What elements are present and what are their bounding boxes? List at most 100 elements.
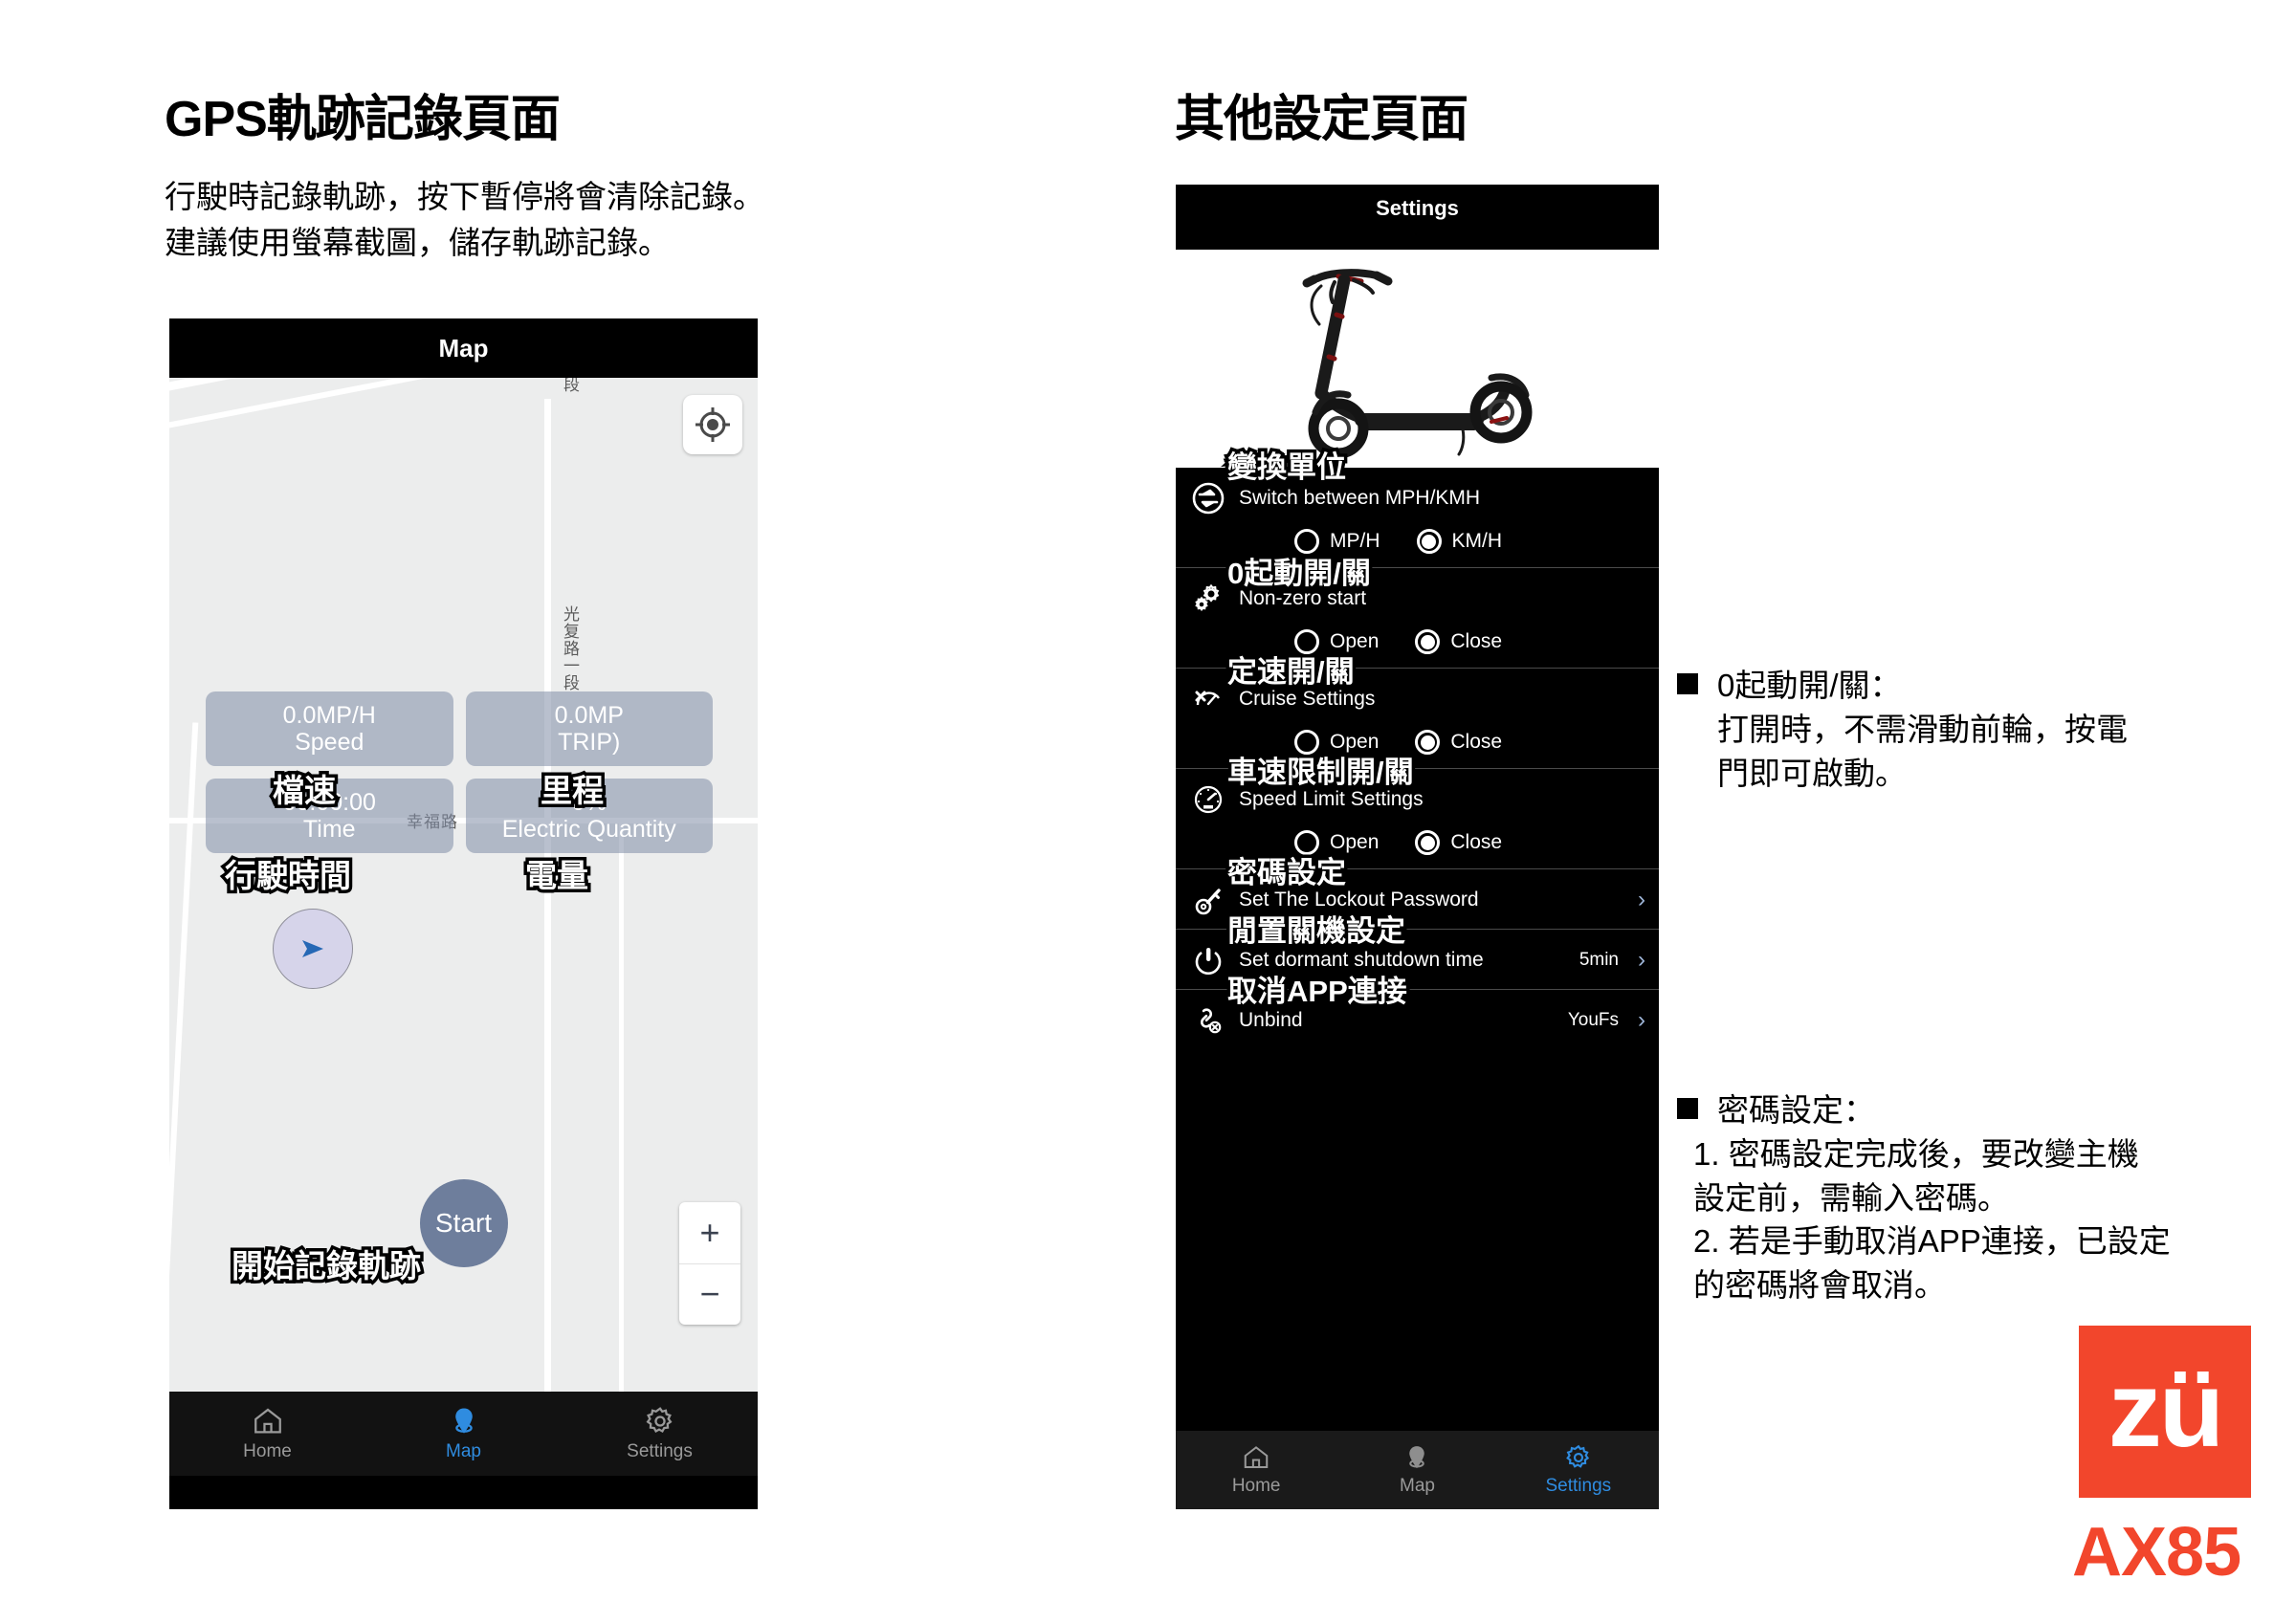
radio-label: Open [1330,831,1380,853]
setting-row-speed-limit[interactable]: 車速限制開/關 Speed [1176,753,1659,868]
cruise-glyph [1195,691,1220,706]
setting-label: Non-zero start [1239,586,1367,609]
road-label-top: 段 [561,378,579,393]
gear-icon [646,1407,672,1434]
tab-settings[interactable]: Settings [562,1405,758,1462]
zoom-out-button[interactable]: − [699,1274,720,1314]
radio-option-open[interactable]: Open [1294,629,1379,654]
note-2-heading: 密碼設定： [1717,1092,1875,1128]
callout-units: 變換單位 [1225,448,1350,488]
setting-value: YouFs [1567,1010,1619,1030]
radio-icon [1294,830,1319,855]
home-icon [1244,1446,1269,1468]
radio-option-mph[interactable]: MP/H [1294,529,1380,554]
setting-label: Set The Lockout Password [1239,888,1479,911]
radio-option-open[interactable]: Open [1294,830,1379,855]
switch-arrows-icon [1189,481,1227,516]
stat-label: TRIP) [558,729,621,756]
brand-model-label: AX85 [2072,1514,2241,1591]
stat-card-speed: 0.0MP/H Speed [206,691,453,766]
radio-icon-selected [1416,529,1442,554]
gears-glyph [1195,583,1220,612]
key-icon [1189,883,1227,917]
road-diagonal-2 [169,378,758,443]
road-diagonal-1 [169,378,758,406]
setting-row-header: Speed Limit Settings [1189,779,1645,821]
recenter-button[interactable] [683,395,742,454]
zoom-in-button[interactable]: + [679,1202,740,1264]
setting-row-header: Switch between MPH/KMH [1189,477,1645,519]
power-icon [1189,943,1227,977]
chevron-right-icon: › [1638,1007,1645,1033]
stat-value: 0% [571,789,607,816]
setting-row-nonzero-start[interactable]: 0起動開/關 Non-zero start [1176,554,1659,668]
setting-row-units[interactable]: 變換單位 Switch between MPH/KMH [1176,448,1659,567]
setting-options: Open Close [1189,620,1645,660]
unlink-icon [1189,1003,1227,1038]
radio-option-close[interactable]: Close [1415,730,1502,755]
radio-option-open[interactable]: Open [1294,730,1379,755]
power-glyph [1195,948,1222,975]
note-2-body: 1. 密碼設定完成後，要改變主機 設定前，需輸入密碼。 2. 若是手動取消APP… [1693,1136,2171,1303]
home-icon [254,1408,281,1434]
unlink-glyph [1200,1008,1222,1034]
ride-stats-grid: 0.0MP/H Speed 0.0MP TRIP) 00:00:00 Time … [206,691,713,866]
setting-row-header: Non-zero start [1189,578,1645,620]
brand-logo-text: zü [2108,1349,2224,1469]
switch-arrows-glyph [1192,482,1225,515]
callout-trip: 里程 [538,770,607,812]
radio-icon-selected [1415,730,1441,755]
tab-label: Home [243,1441,292,1461]
stat-card-battery: 0% Electric Quantity [465,779,713,853]
tab-map[interactable]: Map [365,1405,562,1462]
setting-row-unbind[interactable]: 取消APP連接 Unbind YouFs › [1176,972,1659,1049]
tab-label: Home [1231,1476,1281,1496]
setting-row-dormant-shutdown[interactable]: 閒置關機設定 Set dormant shutdown time 5min › [1176,911,1659,989]
brand-logo: zü [2079,1326,2251,1498]
callout-start: 開始記錄軌跡 [229,1245,425,1287]
tab-home[interactable]: Home [1176,1443,1336,1497]
radio-icon [1294,529,1319,554]
setting-options: Open Close [1189,720,1645,760]
speedometer-icon [1189,782,1227,817]
radio-icon [1294,730,1319,755]
setting-label: Cruise Settings [1239,687,1376,710]
map-title-bar: Map [169,318,758,378]
page-description-left: 行駛時記錄軌跡，按下暫停將會清除記錄。 建議使用螢幕截圖，儲存軌跡記錄。 [165,179,764,260]
setting-value: 5min [1578,950,1619,970]
stat-value: 0.0MP/H [282,702,376,729]
settings-title-bar: Settings [1176,185,1659,250]
crosshair-icon [695,407,730,442]
note-1-body: 打開時，不需滑動前輪，按電 門即可啟動。 [1717,712,2128,791]
radio-icon-selected [1415,830,1441,855]
tab-label: Settings [627,1441,693,1461]
road-vertical-main [544,399,551,1392]
page-title-right: 其他設定頁面 [1175,92,1468,147]
tab-home[interactable]: Home [169,1405,365,1462]
map-zoom-controls[interactable]: + − [679,1202,740,1325]
setting-label: Speed Limit Settings [1239,787,1424,810]
setting-row-header: Set dormant shutdown time 5min › [1189,939,1645,981]
tab-label: Map [446,1441,481,1461]
radio-option-close[interactable]: Close [1415,629,1502,654]
map-canvas[interactable]: 段 光复路一段 幸福路 [169,378,758,1392]
setting-label: Unbind [1239,1008,1303,1031]
map-pin-icon [454,1408,473,1434]
radio-label: Close [1450,831,1503,853]
radio-option-kmh[interactable]: KM/H [1416,529,1502,554]
radio-option-close[interactable]: Close [1415,830,1502,855]
setting-row-lockout-password[interactable]: 密碼設定 Set The Lockout Password › [1176,853,1659,929]
tab-map[interactable]: Map [1336,1443,1497,1497]
tab-label: Settings [1545,1476,1612,1496]
gears-icon [1189,582,1227,616]
callout-battery: 電量 [522,855,592,897]
start-record-button[interactable]: Start [419,1179,508,1267]
tab-settings[interactable]: Settings [1498,1443,1659,1497]
stats-row-1: 0.0MP/H Speed 0.0MP TRIP) [206,691,713,766]
callout-speed: 檔速 [270,770,340,812]
setting-label: Switch between MPH/KMH [1239,486,1481,509]
radio-label: Close [1450,731,1503,753]
settings-list: 變換單位 Switch between MPH/KMH [1176,448,1659,1049]
setting-row-cruise[interactable]: 定速開/關 Cruise Settings [1176,652,1659,768]
